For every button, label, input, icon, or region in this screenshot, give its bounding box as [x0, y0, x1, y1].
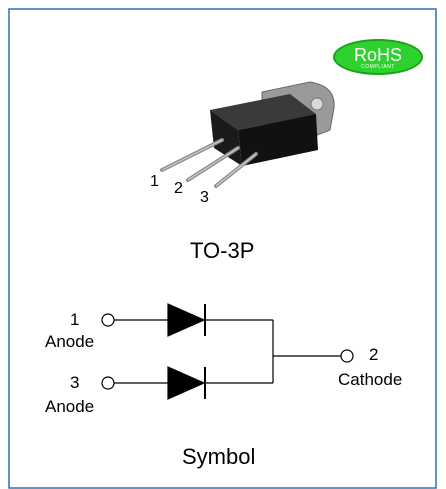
package-name: TO-3P [190, 238, 255, 263]
pin3-number: 3 [70, 373, 80, 392]
pin2-number: 2 [369, 345, 379, 364]
pin1-name: Anode [45, 332, 95, 351]
diode-2 [167, 366, 206, 400]
pin1-terminal [101, 313, 115, 327]
to3p-package-illustration [160, 81, 335, 188]
package-pin-label-2: 2 [174, 180, 183, 197]
pin3-terminal [101, 376, 115, 390]
pin3-name: Anode [45, 397, 95, 416]
package-pin-label-3: 3 [200, 189, 209, 206]
rohs-badge-subtext: COMPLIANT [361, 64, 395, 70]
package-pin-label-1: 1 [150, 173, 159, 190]
diode-1 [167, 303, 206, 337]
pin2-terminal [340, 349, 354, 363]
dual-diode-schematic [101, 303, 354, 400]
symbol-caption: Symbol [182, 444, 256, 469]
pin2-name: Cathode [338, 370, 403, 389]
rohs-badge: RoHS COMPLIANT [333, 39, 423, 75]
pin1-number: 1 [70, 310, 80, 329]
rohs-badge-text: RoHS [353, 45, 402, 65]
